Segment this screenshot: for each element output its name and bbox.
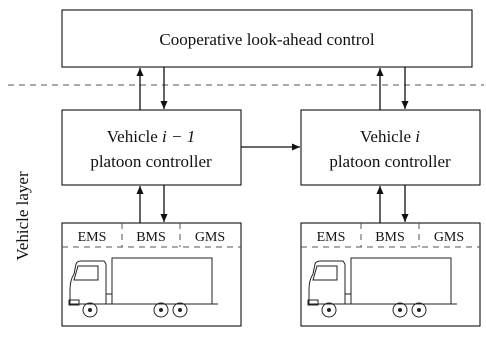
- controller-subtitle-i: platoon controller: [329, 152, 451, 171]
- vehicle-frame-i-minus-1: [61, 222, 242, 327]
- cooperative-control-label: Cooperative look-ahead control: [159, 30, 375, 49]
- controller-box-i: [300, 109, 481, 186]
- controller-subtitle-i-minus-1: platoon controller: [90, 152, 212, 171]
- vehicle-frame-i: [300, 222, 481, 327]
- truck-icon: [307, 257, 457, 318]
- cooperative-control-box: [61, 9, 473, 68]
- subsystem-ems: EMS: [78, 230, 107, 245]
- controller-vehicle-i: Vehicle i platoon controller: [300, 109, 481, 186]
- vehicle-box-i: EMS BMS GMS: [300, 222, 481, 327]
- controller-title-i-minus-1: Vehicle i − 1: [107, 127, 195, 146]
- subsystem-bms: BMS: [136, 230, 166, 245]
- subsystem-gms: GMS: [434, 230, 464, 245]
- controller-box-i-minus-1: [61, 109, 242, 186]
- controller-title-i: Vehicle i: [360, 127, 420, 146]
- vehicle-layer-label: Vehicle layer: [13, 171, 32, 261]
- subsystem-gms: GMS: [195, 230, 225, 245]
- vehicle-box-i-minus-1: EMS BMS GMS: [61, 222, 242, 327]
- truck-icon: [68, 257, 218, 318]
- subsystem-bms: BMS: [375, 230, 405, 245]
- controller-vehicle-i-minus-1: Vehicle i − 1 platoon controller: [61, 109, 242, 186]
- subsystem-ems: EMS: [317, 230, 346, 245]
- cooperative-control-block: Cooperative look-ahead control: [61, 9, 473, 68]
